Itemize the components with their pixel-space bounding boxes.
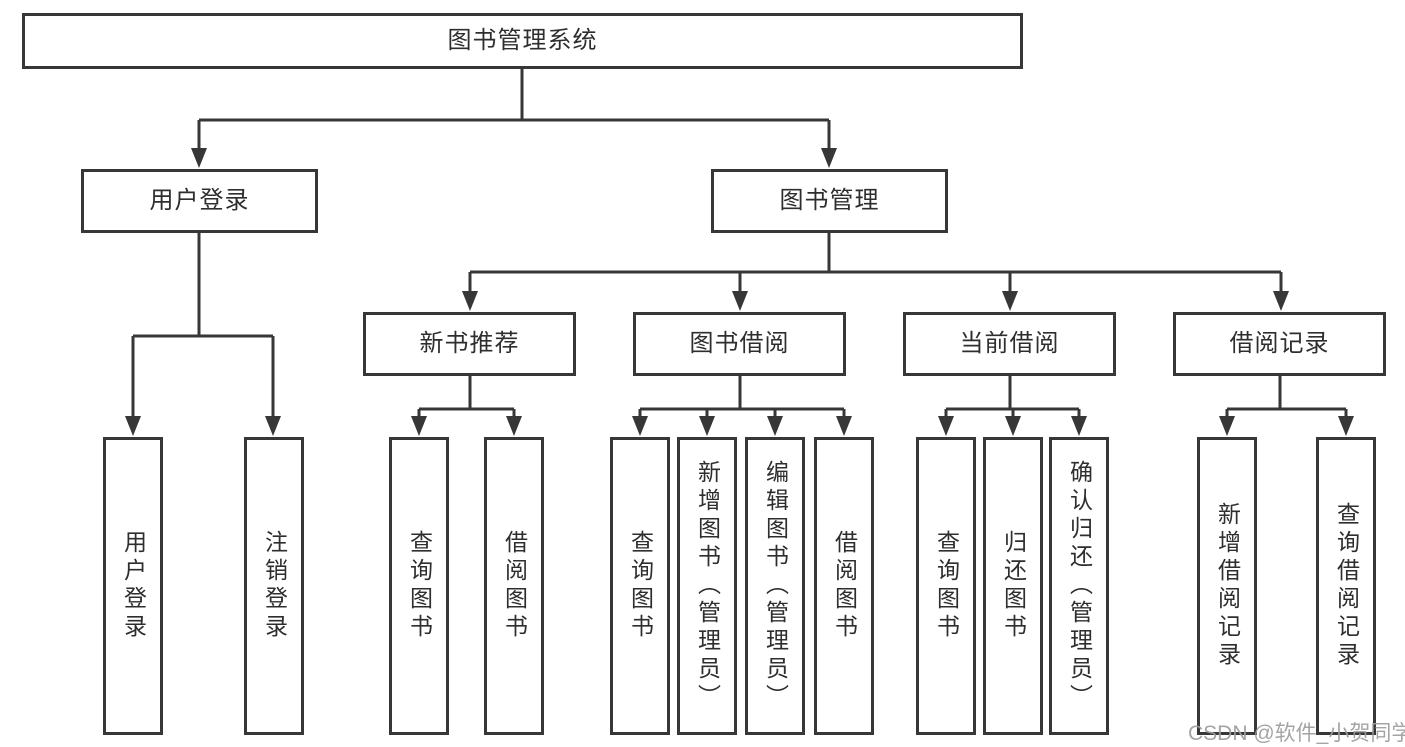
leaf-user-login: 用户登录 xyxy=(103,437,163,735)
leaf-label: 查询图书 xyxy=(406,530,433,642)
leaf-label: 用户登录 xyxy=(120,530,147,642)
node-library-management-system: 图书管理系统 xyxy=(22,13,1023,69)
leaf-query-borrow-record: 查询借阅记录 xyxy=(1316,437,1376,735)
leaf-logout: 注销登录 xyxy=(244,437,304,735)
leaf-label: 查询图书 xyxy=(933,530,960,642)
leaf-label: 查询借阅记录 xyxy=(1333,502,1360,670)
leaf-label: 查询图书 xyxy=(627,530,654,642)
leaf-label: 编辑图书（管理员） xyxy=(762,460,789,712)
node-label: 用户登录 xyxy=(149,187,250,214)
leaf-return-book: 归还图书 xyxy=(983,437,1043,735)
node-borrow-record: 借阅记录 xyxy=(1173,312,1386,376)
leaf-label: 注销登录 xyxy=(261,530,288,642)
node-new-book-recommend: 新书推荐 xyxy=(363,312,576,376)
leaf-borrow-book: 借阅图书 xyxy=(814,437,874,735)
leaf-add-book-admin: 新增图书（管理员） xyxy=(677,437,737,735)
leaf-label: 新增借阅记录 xyxy=(1214,502,1241,670)
leaf-borrow-book-recommend: 借阅图书 xyxy=(484,437,544,735)
csdn-watermark: CSDN @软件_小贺同学 xyxy=(1188,722,1405,745)
leaf-label: 归还图书 xyxy=(1000,530,1027,642)
leaf-add-borrow-record: 新增借阅记录 xyxy=(1197,437,1257,735)
node-label: 图书管理 xyxy=(779,187,880,214)
leaf-query-book-current: 查询图书 xyxy=(916,437,976,735)
node-current-borrow: 当前借阅 xyxy=(903,312,1116,376)
leaf-label: 借阅图书 xyxy=(501,530,528,642)
leaf-query-book-recommend: 查询图书 xyxy=(389,437,449,735)
node-label: 借阅记录 xyxy=(1229,330,1330,357)
node-label: 图书管理系统 xyxy=(447,27,598,54)
node-label: 图书借阅 xyxy=(689,330,790,357)
node-user-login: 用户登录 xyxy=(81,169,318,233)
node-label: 当前借阅 xyxy=(959,330,1060,357)
node-book-borrow: 图书借阅 xyxy=(633,312,846,376)
leaf-edit-book-admin: 编辑图书（管理员） xyxy=(745,437,805,735)
leaf-query-book-borrow: 查询图书 xyxy=(610,437,670,735)
node-book-management: 图书管理 xyxy=(711,169,948,233)
leaf-label: 确认归还（管理员） xyxy=(1066,460,1093,712)
leaf-label: 借阅图书 xyxy=(831,530,858,642)
leaf-confirm-return-admin: 确认归还（管理员） xyxy=(1049,437,1109,735)
leaf-label: 新增图书（管理员） xyxy=(694,460,721,712)
node-label: 新书推荐 xyxy=(419,330,520,357)
